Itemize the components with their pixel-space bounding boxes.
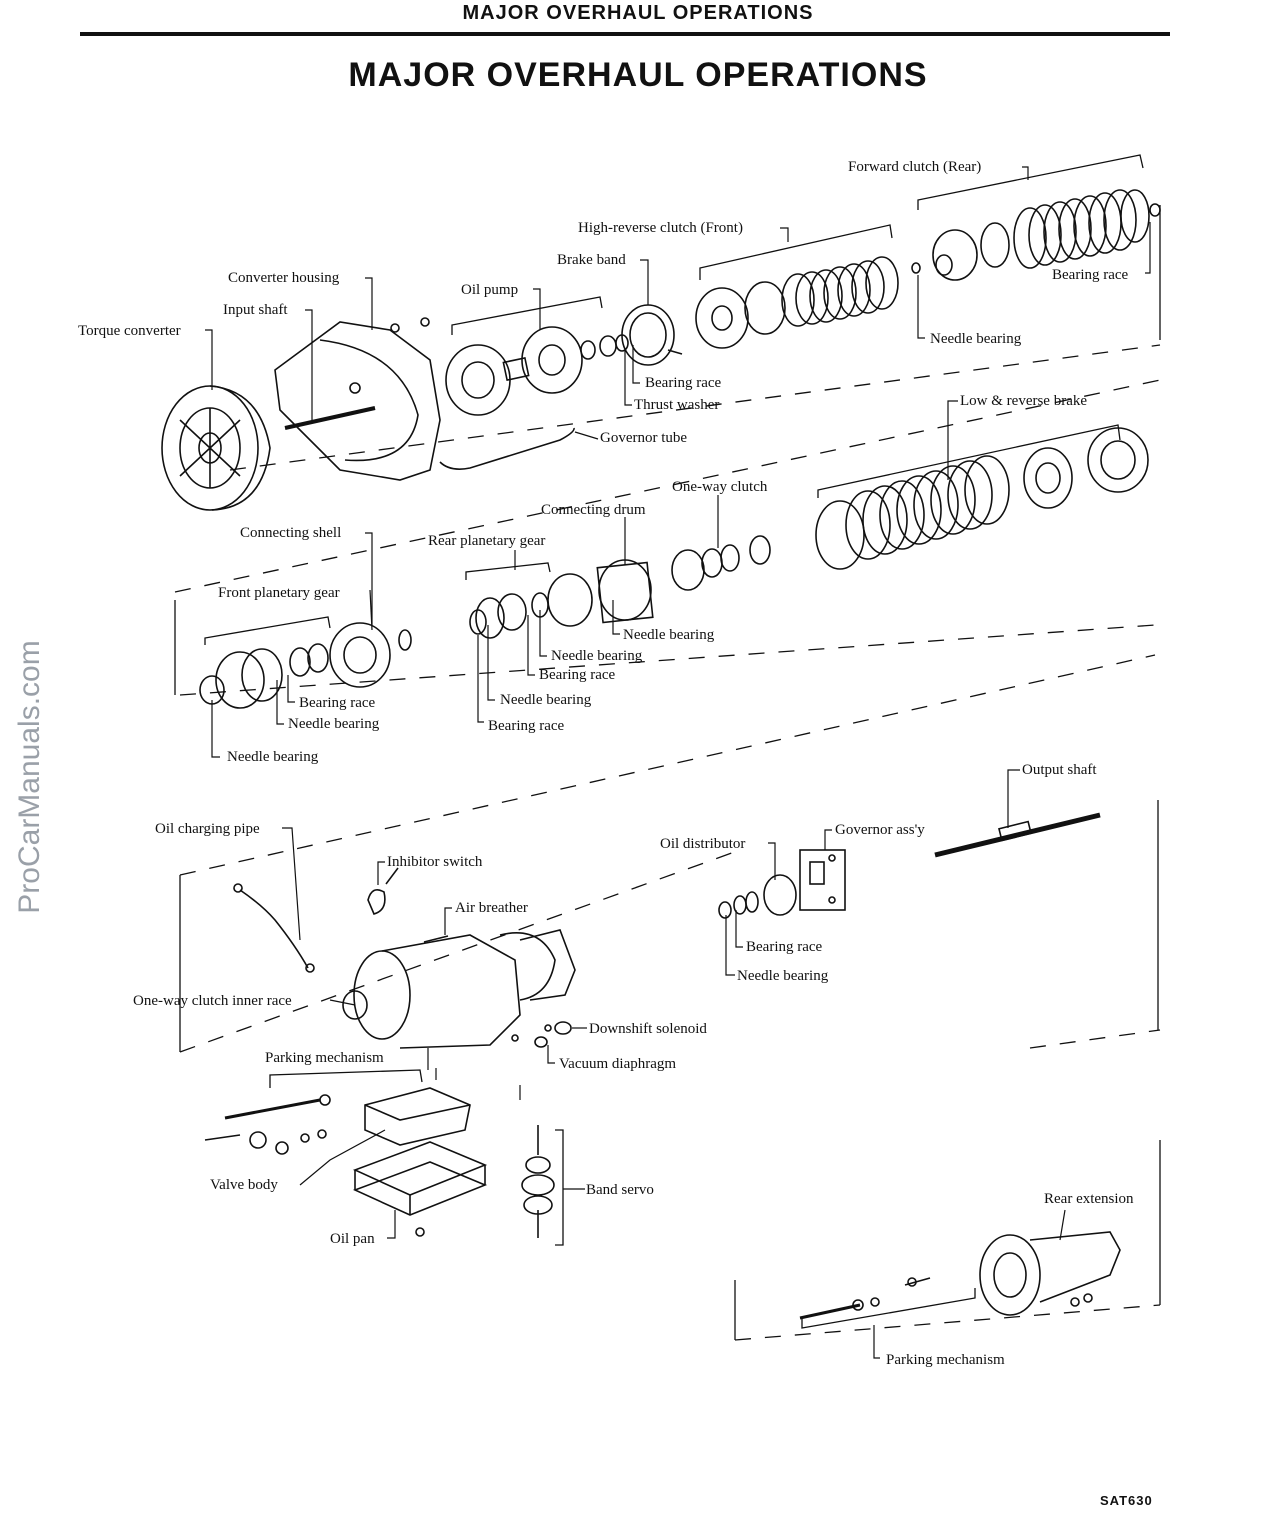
label-bearing-race-governor: Bearing race	[746, 939, 823, 955]
label-vacuum-diaphragm: Vacuum diaphragm	[559, 1056, 677, 1072]
rear-extension-icon	[979, 1231, 1121, 1316]
label-converter-housing: Converter housing	[228, 270, 340, 286]
label-high-reverse-clutch: High-reverse clutch (Front)	[578, 220, 743, 236]
input-shaft-icon	[284, 406, 376, 430]
forward-clutch-icon	[911, 189, 1161, 281]
label-oil-charging-pipe: Oil charging pipe	[155, 821, 260, 837]
oil-charging-pipe-icon	[233, 883, 315, 973]
converter-housing-icon	[274, 317, 441, 481]
label-connecting-shell: Connecting shell	[240, 525, 342, 541]
label-needle-bearing-forward: Needle bearing	[930, 331, 1022, 347]
connecting-shell-icon	[329, 622, 412, 688]
header-rule	[80, 32, 1170, 36]
label-needle-bearing-rear-1: Needle bearing	[551, 648, 643, 664]
page-title: MAJOR OVERHAUL OPERATIONS	[348, 56, 928, 94]
label-needle-bearing-rear-2: Needle bearing	[500, 692, 592, 708]
label-one-way-clutch: One-way clutch	[672, 479, 768, 495]
label-downshift-solenoid: Downshift solenoid	[589, 1021, 707, 1037]
label-governor-assy: Governor ass'y	[835, 822, 925, 838]
label-brake-band: Brake band	[557, 252, 626, 268]
label-front-planetary-gear: Front planetary gear	[218, 585, 340, 601]
band-servo-icon	[521, 1125, 555, 1238]
governor-tube-icon	[439, 427, 575, 470]
label-one-way-clutch-inner-race: One-way clutch inner race	[133, 993, 292, 1009]
connecting-drum-icon	[596, 535, 771, 624]
label-thrust-washer: Thrust washer	[634, 397, 720, 413]
label-valve-body: Valve body	[210, 1177, 278, 1193]
torque-converter-icon	[161, 385, 271, 511]
label-bearing-race-rear-1: Bearing race	[539, 667, 616, 683]
label-inhibitor-switch: Inhibitor switch	[387, 854, 483, 870]
label-bearing-race-pump: Bearing race	[645, 375, 722, 391]
leader-lines	[205, 166, 1151, 1359]
label-parking-mechanism-rear: Parking mechanism	[886, 1352, 1005, 1368]
brake-band-icon	[621, 304, 683, 366]
label-input-shaft: Input shaft	[223, 302, 288, 318]
label-bearing-race-forward: Bearing race	[1052, 267, 1129, 283]
parking-mechanism-case-icon	[204, 1094, 331, 1155]
label-output-shaft: Output shaft	[1022, 762, 1097, 778]
group-brackets	[174, 154, 1161, 1340]
label-bearing-race-front: Bearing race	[299, 695, 376, 711]
section-title: MAJOR OVERHAUL OPERATIONS	[462, 2, 814, 24]
label-needle-bearing-governor: Needle bearing	[737, 968, 829, 984]
transmission-case-icon	[342, 929, 576, 1049]
label-band-servo: Band servo	[586, 1182, 654, 1198]
air-breather-icon	[423, 935, 449, 943]
label-needle-bearing-front-2: Needle bearing	[227, 749, 319, 765]
label-connecting-drum: Connecting drum	[541, 502, 646, 518]
label-oil-pan: Oil pan	[330, 1231, 375, 1247]
label-governor-tube: Governor tube	[600, 430, 688, 446]
label-air-breather: Air breather	[455, 900, 528, 916]
label-low-reverse-brake: Low & reverse brake	[960, 393, 1088, 409]
downshift-solenoid-icon	[544, 1021, 572, 1035]
oil-pan-icon	[352, 1141, 488, 1237]
oil-distributor-icon	[718, 874, 797, 919]
page-header: MAJOR OVERHAUL OPERATIONS	[0, 0, 1276, 40]
vacuum-diaphragm-icon	[511, 1034, 548, 1048]
inhibitor-switch-icon	[367, 867, 399, 915]
label-rear-extension: Rear extension	[1044, 1191, 1134, 1207]
valve-body-icon	[364, 1087, 471, 1146]
label-oil-distributor: Oil distributor	[660, 836, 746, 852]
label-oil-pump: Oil pump	[461, 282, 519, 298]
governor-assy-icon	[799, 849, 846, 911]
rear-planetary-gear-icon	[469, 573, 593, 639]
figure-code: SAT630	[1100, 1493, 1153, 1508]
label-needle-bearing-front-1: Needle bearing	[288, 716, 380, 732]
label-needle-bearing-drum: Needle bearing	[623, 627, 715, 643]
oil-pump-icon	[445, 326, 629, 416]
output-shaft-icon	[934, 812, 1101, 858]
label-parking-mechanism-case: Parking mechanism	[265, 1050, 384, 1066]
axis-lines	[174, 344, 1161, 1341]
low-reverse-brake-icon	[815, 427, 1149, 570]
label-torque-converter: Torque converter	[78, 323, 181, 339]
parking-mechanism-rear-icon	[799, 1277, 931, 1320]
label-forward-clutch: Forward clutch (Rear)	[848, 159, 982, 175]
high-reverse-clutch-icon	[695, 256, 899, 349]
label-rear-planetary-gear: Rear planetary gear	[428, 533, 546, 549]
label-bearing-race-rear-2: Bearing race	[488, 718, 565, 734]
